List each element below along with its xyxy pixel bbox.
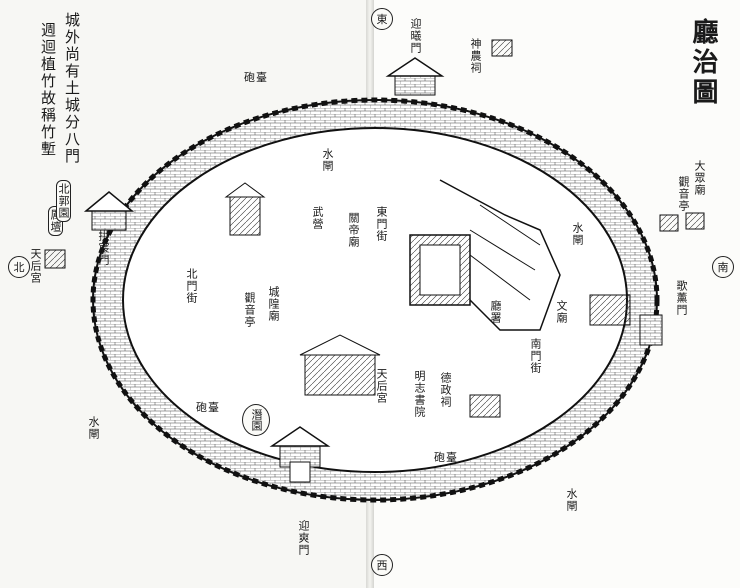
note-line-2: 週迴植竹故稱竹塹 bbox=[39, 22, 57, 158]
west-gate-label: 迎爽門 bbox=[297, 520, 310, 556]
mingzhi-academy-label: 明志書院 bbox=[413, 370, 426, 418]
water-gate-west: 水閘 bbox=[565, 488, 578, 512]
gate-tower-north bbox=[83, 191, 135, 231]
south-gate-street-label: 南門街 bbox=[529, 338, 542, 374]
north-gate-street-label: 北門街 bbox=[185, 268, 198, 304]
gate-tower-west bbox=[269, 426, 331, 483]
water-gate-south: 水閘 bbox=[571, 222, 584, 246]
direction-south: 南 bbox=[712, 256, 734, 278]
qian-garden-label: 潛園 bbox=[242, 404, 270, 436]
outside-shrines bbox=[44, 39, 705, 269]
direction-east: 東 bbox=[371, 8, 393, 30]
dexuan-shrine-label: 德政祠 bbox=[439, 372, 452, 408]
tianhou-temple-inside-label: 天后宮 bbox=[375, 368, 388, 404]
fort-north: 砲臺 bbox=[244, 71, 268, 84]
yamen-compound bbox=[409, 179, 561, 331]
dazhong-temple-label: 大眾廟 bbox=[693, 160, 706, 196]
east-gate-street-label: 東門街 bbox=[375, 206, 388, 242]
wuchang-label: 武營 bbox=[311, 206, 324, 230]
north-garden-label: 北郭園 bbox=[56, 180, 71, 222]
guanyin-pavilion-inside-label: 觀音亭 bbox=[243, 292, 256, 328]
direction-west: 西 bbox=[371, 554, 393, 576]
city-god-temple-label: 城隍廟 bbox=[267, 286, 280, 322]
east-gate-label: 迎曦門 bbox=[409, 18, 422, 54]
water-gate-east: 水閘 bbox=[321, 148, 334, 172]
guanyin-pavilion-outside-label: 觀音亭 bbox=[677, 176, 690, 212]
south-gate-label: 歌薰門 bbox=[675, 280, 688, 316]
guandi-temple-label: 關帝廟 bbox=[347, 212, 360, 248]
wenmiao-label: 文廟 bbox=[555, 300, 568, 324]
water-gate-north: 水閘 bbox=[87, 416, 100, 440]
note-line-1: 城外尚有土城分八門 bbox=[63, 12, 81, 165]
direction-north: 北 bbox=[8, 256, 30, 278]
shennong-shrine-label: 神農祠 bbox=[469, 38, 482, 74]
city-wall bbox=[90, 97, 660, 503]
fort-south: 砲臺 bbox=[434, 451, 458, 464]
tianhou-temple-outside-label: 天后宮 bbox=[29, 248, 42, 284]
fort-west: 砲臺 bbox=[196, 401, 220, 414]
gate-tower-south bbox=[639, 314, 663, 346]
temple-cluster-center bbox=[224, 182, 631, 418]
north-gate-label: 拱宸門 bbox=[97, 230, 110, 266]
yamen-label: 廳署 bbox=[489, 300, 502, 324]
map-title: 廳治圖 bbox=[688, 18, 718, 108]
gate-tower-east bbox=[385, 57, 445, 96]
